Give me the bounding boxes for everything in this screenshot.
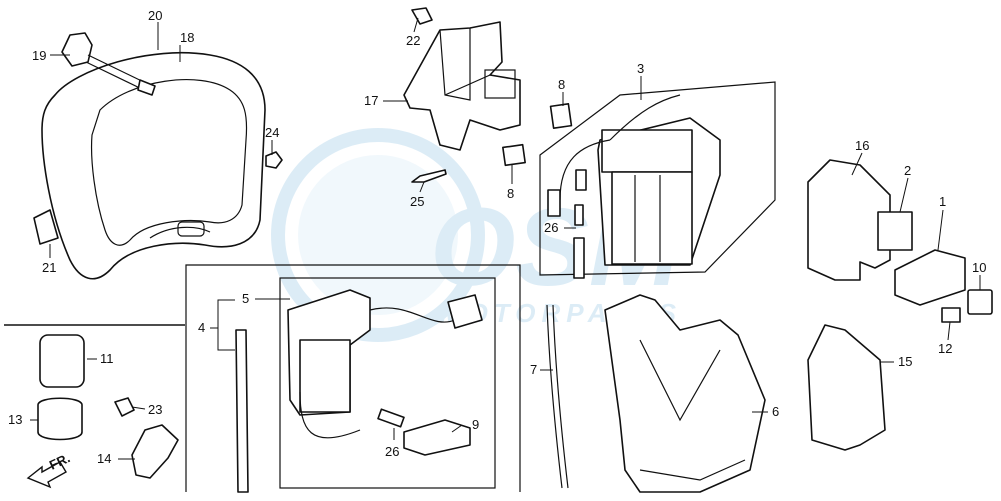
callout-13: 13 xyxy=(8,412,22,427)
callout-5: 5 xyxy=(242,291,249,306)
relay-bracket-upper xyxy=(807,159,891,281)
pad-top xyxy=(549,103,573,129)
knob-assembly xyxy=(61,32,156,96)
inset-battery xyxy=(287,289,483,439)
relay-main xyxy=(894,249,966,306)
battery-box xyxy=(539,81,776,279)
callout-9: 9 xyxy=(472,417,479,432)
direction-label: FR. xyxy=(47,450,72,472)
callout-14: 14 xyxy=(97,451,111,466)
nut xyxy=(265,151,283,169)
small-connector xyxy=(941,307,961,323)
fuse-holder xyxy=(403,419,471,456)
relay-cylinder xyxy=(39,334,85,388)
callout-17: 17 xyxy=(364,93,378,108)
leader-lines xyxy=(30,17,981,460)
callout-24: 24 xyxy=(265,125,279,140)
relay-bracket-lower xyxy=(807,324,886,451)
callout-23: 23 xyxy=(148,402,162,417)
callout-20: 20 xyxy=(148,8,162,23)
callout-3: 3 xyxy=(637,61,644,76)
callout-7: 7 xyxy=(530,362,537,377)
pad-lower xyxy=(502,143,526,167)
callout-19: 19 xyxy=(32,48,46,63)
rubber-mount xyxy=(37,397,83,441)
callout-4: 4 xyxy=(198,320,205,335)
inset-tube xyxy=(235,329,249,493)
callout-6: 6 xyxy=(772,404,779,419)
inset-inner-frame xyxy=(279,277,496,489)
callout-21: 21 xyxy=(42,260,56,275)
callout-18: 18 xyxy=(180,30,194,45)
callout-10: 10 xyxy=(972,260,986,275)
relay-cap xyxy=(967,289,993,315)
callout-22: 22 xyxy=(406,33,420,48)
cotter-pin xyxy=(411,169,447,183)
callout-12: 12 xyxy=(938,341,952,356)
direction-indicator: FR. xyxy=(26,450,72,489)
small-bracket xyxy=(131,424,179,479)
callout-2: 2 xyxy=(904,163,911,178)
callout-26-lower: 26 xyxy=(385,444,399,459)
battery-holder xyxy=(604,294,766,493)
callout-26-upper: 26 xyxy=(544,220,558,235)
pad xyxy=(33,209,59,245)
side-cover xyxy=(41,51,266,280)
callout-15: 15 xyxy=(898,354,912,369)
callout-1: 1 xyxy=(939,194,946,209)
callout-labels: 1 2 3 4 5 6 7 8 8 9 10 11 12 13 14 15 16… xyxy=(8,8,986,466)
bolt xyxy=(114,397,135,417)
callout-11: 11 xyxy=(100,351,114,366)
callout-8-lower: 8 xyxy=(507,186,514,201)
callout-25: 25 xyxy=(410,194,424,209)
inset-frame xyxy=(185,264,521,492)
relay-small xyxy=(877,211,913,251)
callout-16: 16 xyxy=(855,138,869,153)
battery-bracket xyxy=(403,7,521,151)
callout-8-top: 8 xyxy=(558,77,565,92)
breather-tube xyxy=(552,304,569,489)
